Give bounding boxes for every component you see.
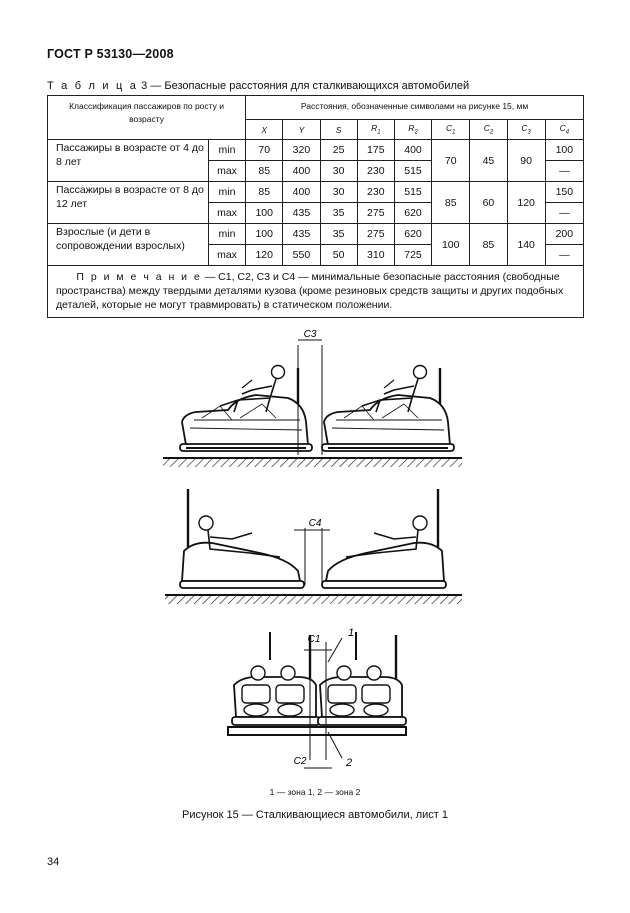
table-row: max 100 435 35 275 620 — [48, 202, 585, 224]
figure-c4-panel: C4 [165, 489, 462, 604]
label-c1: C1 [308, 634, 321, 645]
table-caption: Т а б л и ц а 3 — Безопасные расстояния … [47, 80, 469, 92]
symbol-c3-sub: 3 [527, 129, 531, 136]
safe-distance-table: Классификация пассажиров по росту и возр… [46, 95, 585, 318]
level-cell: max [207, 202, 247, 224]
c2-cell: 60 [469, 181, 508, 224]
label-zone-1: 1 [348, 627, 354, 639]
distances-header: Расстояния, обозначенные символами на ри… [245, 95, 584, 120]
figure-caption: Рисунок 15 — Сталкивающиеся автомобили, … [182, 809, 448, 821]
label-zone-2: 2 [345, 757, 352, 769]
symbol-r2: R2 [393, 119, 433, 140]
c2-cell: 45 [469, 139, 508, 182]
level-cell: min [207, 223, 247, 245]
c1-cell: 70 [431, 139, 471, 182]
c4-cell: 100 [544, 139, 585, 161]
table-note: П р и м е ч а н и е — C1, C2, C3 и C4 — … [47, 265, 584, 318]
document-header: ГОСТ Р 53130—2008 [47, 47, 174, 61]
table-row: Пассажиры в возрасте от 8 до 12 лет min … [47, 181, 585, 224]
group-name: Взрослые (и дети в сопровождении взрослы… [47, 223, 209, 266]
table-row: Взрослые (и дети в сопровождении взрослы… [47, 223, 585, 266]
c3-cell: 120 [506, 181, 546, 224]
note-label: П р и м е ч а н и е [76, 271, 202, 283]
group-name: Пассажиры в возрасте от 8 до 12 лет [47, 181, 209, 224]
table-row: Пассажиры в возрасте от 4 до 8 лет min 7… [47, 139, 585, 182]
r2-cell: 515 [393, 181, 433, 203]
symbol-r2-sub: 2 [414, 129, 418, 136]
level-cell: min [207, 181, 247, 203]
label-c4: C4 [309, 518, 322, 529]
class-header: Классификация пассажиров по росту и возр… [46, 95, 247, 140]
c4-cell: 200 [544, 223, 585, 245]
symbol-c2-sub: 2 [489, 129, 494, 136]
r2-cell: 400 [393, 139, 433, 161]
figure-c3-panel: C3 [163, 329, 462, 467]
r2-cell: 725 [393, 244, 433, 266]
table-caption-label: Т а б л и ц а [47, 80, 139, 92]
level-cell: min [207, 139, 247, 161]
symbol-r1-sub: 1 [377, 129, 381, 136]
symbol-c4-sub: 4 [565, 129, 570, 136]
label-c2: C2 [294, 756, 307, 767]
c1-cell: 100 [431, 223, 471, 266]
level-cell: max [207, 244, 247, 266]
c3-cell: 90 [506, 139, 546, 182]
note-text: — C1, C2, C3 и C4 — минимальные безопасн… [56, 271, 564, 311]
r2-cell: 620 [393, 202, 433, 224]
r2-cell: 515 [393, 160, 433, 182]
label-c3: C3 [304, 329, 317, 340]
table-caption-text: 3 — Безопасные расстояния для сталкивающ… [141, 80, 470, 92]
symbol-c1-sub: 1 [452, 129, 456, 136]
table-row: max 120 550 50 310 725 — [48, 244, 585, 266]
table-row: max 85 400 30 230 515 — [48, 160, 585, 182]
c4-cell: — [544, 202, 585, 224]
figure-legend: 1 — зона 1, 2 — зона 2 [269, 787, 361, 797]
page-number: 34 [47, 856, 60, 868]
figure-c1-c2-panel: C1 C2 1 2 [227, 627, 408, 769]
r1-cell: 310 [356, 244, 395, 266]
